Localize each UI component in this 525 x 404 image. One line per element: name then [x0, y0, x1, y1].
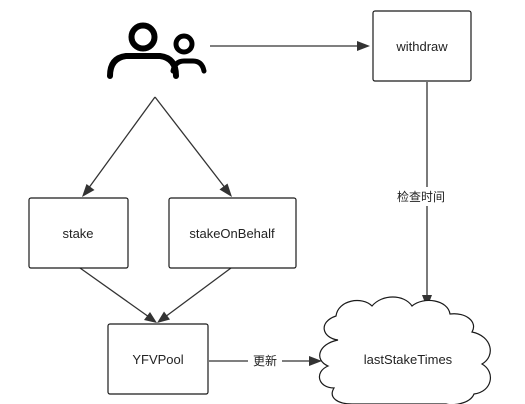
node-label: withdraw: [395, 39, 448, 54]
node-stake-on-behalf: stakeOnBehalf: [168, 197, 297, 269]
node-yfv-pool: YFVPool: [107, 323, 209, 395]
edge-label-check-time: 检查时间: [397, 189, 445, 204]
edge-user-to-withdraw: [210, 41, 370, 51]
edge-user-to-stake: [82, 96, 156, 197]
node-stake: stake: [28, 197, 129, 269]
node-label: stakeOnBehalf: [189, 226, 275, 241]
node-label: stake: [62, 226, 93, 241]
edge-label-bg: [389, 187, 453, 206]
edge-label-update: 更新: [253, 353, 277, 368]
node-label: YFVPool: [132, 352, 183, 367]
node-label: lastStakeTimes: [364, 352, 453, 367]
edge-user-to-stake-on-behalf: [154, 96, 232, 197]
node-last-stake-times-cloud: lastStakeTimes: [318, 296, 491, 404]
edge-stake-on-behalf-to-yfv-pool: [157, 267, 232, 323]
users-icon: [107, 22, 207, 79]
node-withdraw: withdraw: [372, 10, 472, 82]
edge-label-bg: [248, 352, 282, 370]
edge-stake-to-yfv-pool: [79, 267, 157, 323]
